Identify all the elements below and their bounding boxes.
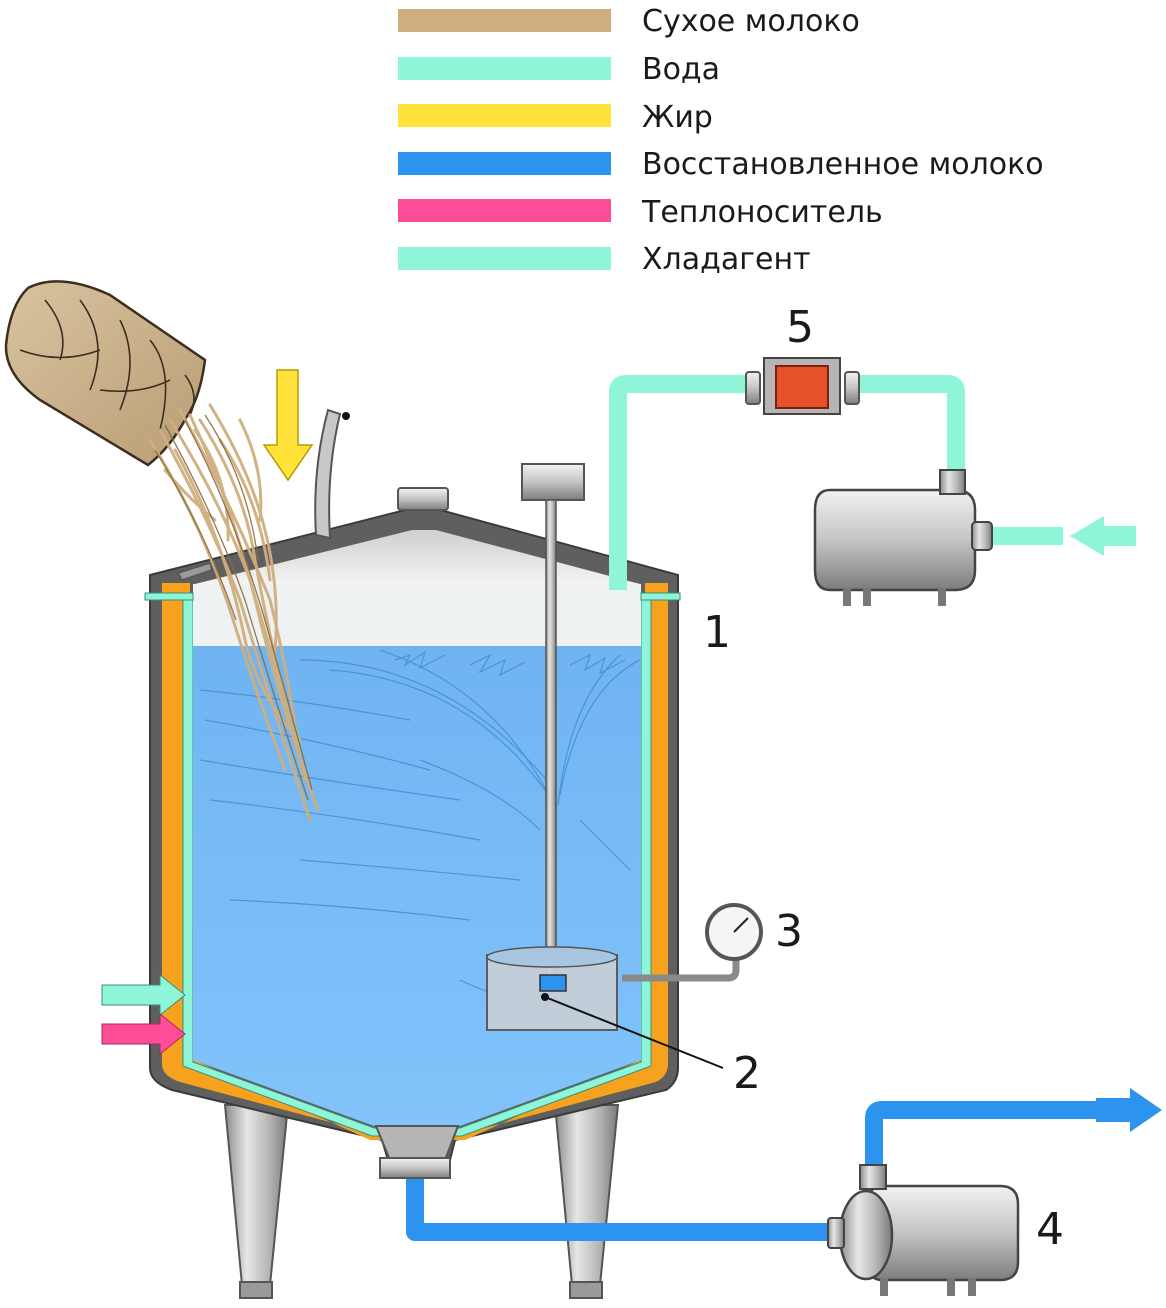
flowmeter-body bbox=[775, 365, 829, 409]
bottom-outlet-flange bbox=[379, 1157, 451, 1179]
tank-head-inner bbox=[195, 530, 640, 584]
top-nozzle bbox=[397, 487, 449, 511]
legend-label-recombined-milk: Восстановленное молоко bbox=[642, 147, 1044, 182]
bottom-outlet-cone bbox=[374, 1125, 460, 1161]
outlet-pump-foot-1 bbox=[880, 1278, 888, 1296]
legend-item-recombined-milk: Восстановленное молоко bbox=[398, 147, 1044, 182]
coolant-inlet bbox=[101, 592, 681, 1017]
flowmeter-flange-left bbox=[745, 371, 761, 405]
heating-inlet-arrow bbox=[101, 1012, 186, 1056]
legend-label-heating-medium: Теплоноситель bbox=[641, 195, 883, 230]
legend-swatch-water bbox=[398, 57, 611, 80]
outlet-pump bbox=[827, 1164, 1020, 1296]
pressure-gauge bbox=[622, 903, 763, 982]
heating-jacket bbox=[162, 583, 668, 1140]
water-inlet-pump bbox=[813, 469, 993, 606]
agitator-motor bbox=[521, 463, 585, 501]
bag-body bbox=[4, 280, 207, 467]
legend-swatch-fat bbox=[398, 104, 611, 127]
lid-plate bbox=[314, 408, 342, 540]
outlet-pump-suction bbox=[827, 1217, 845, 1249]
legend-item-coolant: Хладагент bbox=[398, 242, 811, 277]
water-pipe bbox=[609, 375, 1063, 590]
label-tank: 1 bbox=[703, 607, 731, 658]
coolant-jacket-stub bbox=[144, 592, 194, 601]
gauge-pipe bbox=[622, 952, 740, 982]
powder-bag bbox=[4, 280, 207, 467]
inlet-pump-foot-1 bbox=[843, 588, 851, 606]
heating-inlet bbox=[101, 1012, 186, 1056]
tank-foot-left bbox=[239, 1281, 273, 1299]
label-mixer: 2 bbox=[733, 1048, 761, 1099]
agitator-shaft bbox=[545, 499, 557, 981]
tank-leg-right bbox=[553, 1104, 620, 1286]
label-flowmeter: 5 bbox=[786, 302, 814, 353]
outlet-arrow bbox=[1096, 1088, 1162, 1132]
legend-label-fat: Жир bbox=[642, 100, 713, 135]
legend-swatch-powder bbox=[398, 9, 611, 32]
mixer-pointer-line bbox=[544, 996, 724, 1069]
mixer-housing-top bbox=[486, 946, 618, 968]
recombined-milk bbox=[193, 646, 641, 1126]
agitator bbox=[486, 463, 724, 1069]
water-inlet-arrow bbox=[1070, 516, 1136, 556]
outlet-pump-foot-3 bbox=[968, 1278, 976, 1296]
mixer-impeller bbox=[539, 974, 567, 992]
outlet-pump-foot-2 bbox=[947, 1278, 955, 1296]
tank-leg-left bbox=[223, 1104, 290, 1286]
tank-lid bbox=[176, 408, 350, 581]
flowmeter-flange-right bbox=[844, 371, 860, 405]
bag-creases bbox=[19, 299, 195, 431]
legend-label-powder: Сухое молоко bbox=[642, 4, 860, 39]
inlet-pump-body bbox=[813, 488, 977, 592]
powder-inlet-flap bbox=[176, 562, 213, 581]
legend-label-coolant: Хладагент bbox=[642, 242, 811, 277]
coolant-jacket-stub-right bbox=[640, 592, 681, 601]
outlet-pump-discharge bbox=[859, 1164, 887, 1190]
lid-hinge bbox=[342, 412, 350, 420]
legend-swatch-coolant bbox=[398, 247, 611, 270]
label-outlet-pump: 4 bbox=[1036, 1204, 1064, 1255]
inlet-pump-foot-2 bbox=[863, 588, 871, 606]
legend-label-water: Вода bbox=[642, 52, 720, 87]
outlet-pump-casing bbox=[838, 1189, 894, 1281]
legend-item-heating-medium: Теплоноситель bbox=[398, 195, 883, 230]
fat-inlet-arrow bbox=[262, 369, 314, 482]
legend-item-fat: Жир bbox=[398, 100, 713, 135]
inlet-pump-foot-3 bbox=[938, 588, 946, 606]
flowmeter bbox=[745, 357, 860, 415]
powder-stream-dark bbox=[154, 414, 313, 801]
coolant-inlet-arrow bbox=[101, 973, 186, 1017]
inlet-pump-suction bbox=[971, 521, 993, 551]
label-gauge: 3 bbox=[775, 906, 803, 957]
outlet-pipe bbox=[406, 1101, 1096, 1241]
gauge-needle bbox=[733, 917, 749, 933]
tank-foot-right bbox=[569, 1281, 603, 1299]
legend-item-powder: Сухое молоко bbox=[398, 4, 860, 39]
legend-swatch-heating-medium bbox=[398, 199, 611, 222]
powder-stream bbox=[148, 403, 320, 822]
vortex-lines bbox=[199, 649, 641, 1011]
legend-swatch-recombined-milk bbox=[398, 152, 611, 175]
legend: Сухое молоко Вода Жир Восстановленное мо… bbox=[398, 4, 1044, 277]
inlet-pump-outlet bbox=[939, 469, 966, 495]
legend-item-water: Вода bbox=[398, 52, 720, 87]
tank bbox=[149, 487, 679, 1179]
